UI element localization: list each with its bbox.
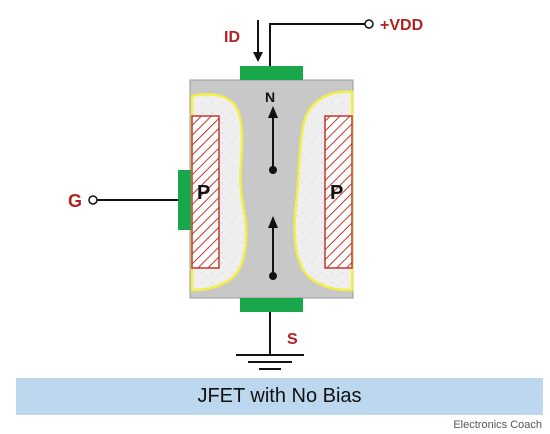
p-region-left (191, 115, 220, 269)
drain-current-arrowhead (253, 52, 263, 62)
credit-text: Electronics Coach (453, 419, 542, 431)
gate-terminal (88, 195, 98, 205)
p-region-right (324, 115, 353, 269)
p-region-right-label: P (330, 182, 343, 204)
drain-current-label: ID (224, 29, 240, 46)
caption-bar: JFET with No Bias (16, 378, 543, 415)
gate-contact (178, 170, 191, 230)
p-region-left-label: P (197, 182, 210, 204)
source-label: S (287, 331, 298, 348)
electron-flow-arrow-upper (268, 106, 278, 174)
gate-label: G (68, 191, 82, 211)
channel-label: N (265, 89, 275, 105)
ground-icon (236, 354, 304, 370)
caption-title: JFET with No Bias (197, 385, 362, 407)
drain-contact (240, 66, 303, 80)
vdd-terminal (364, 19, 374, 29)
vdd-label: +VDD (380, 17, 423, 34)
drain-wire (269, 23, 365, 66)
electron-flow-arrow-lower (268, 216, 278, 280)
source-contact (240, 298, 303, 312)
